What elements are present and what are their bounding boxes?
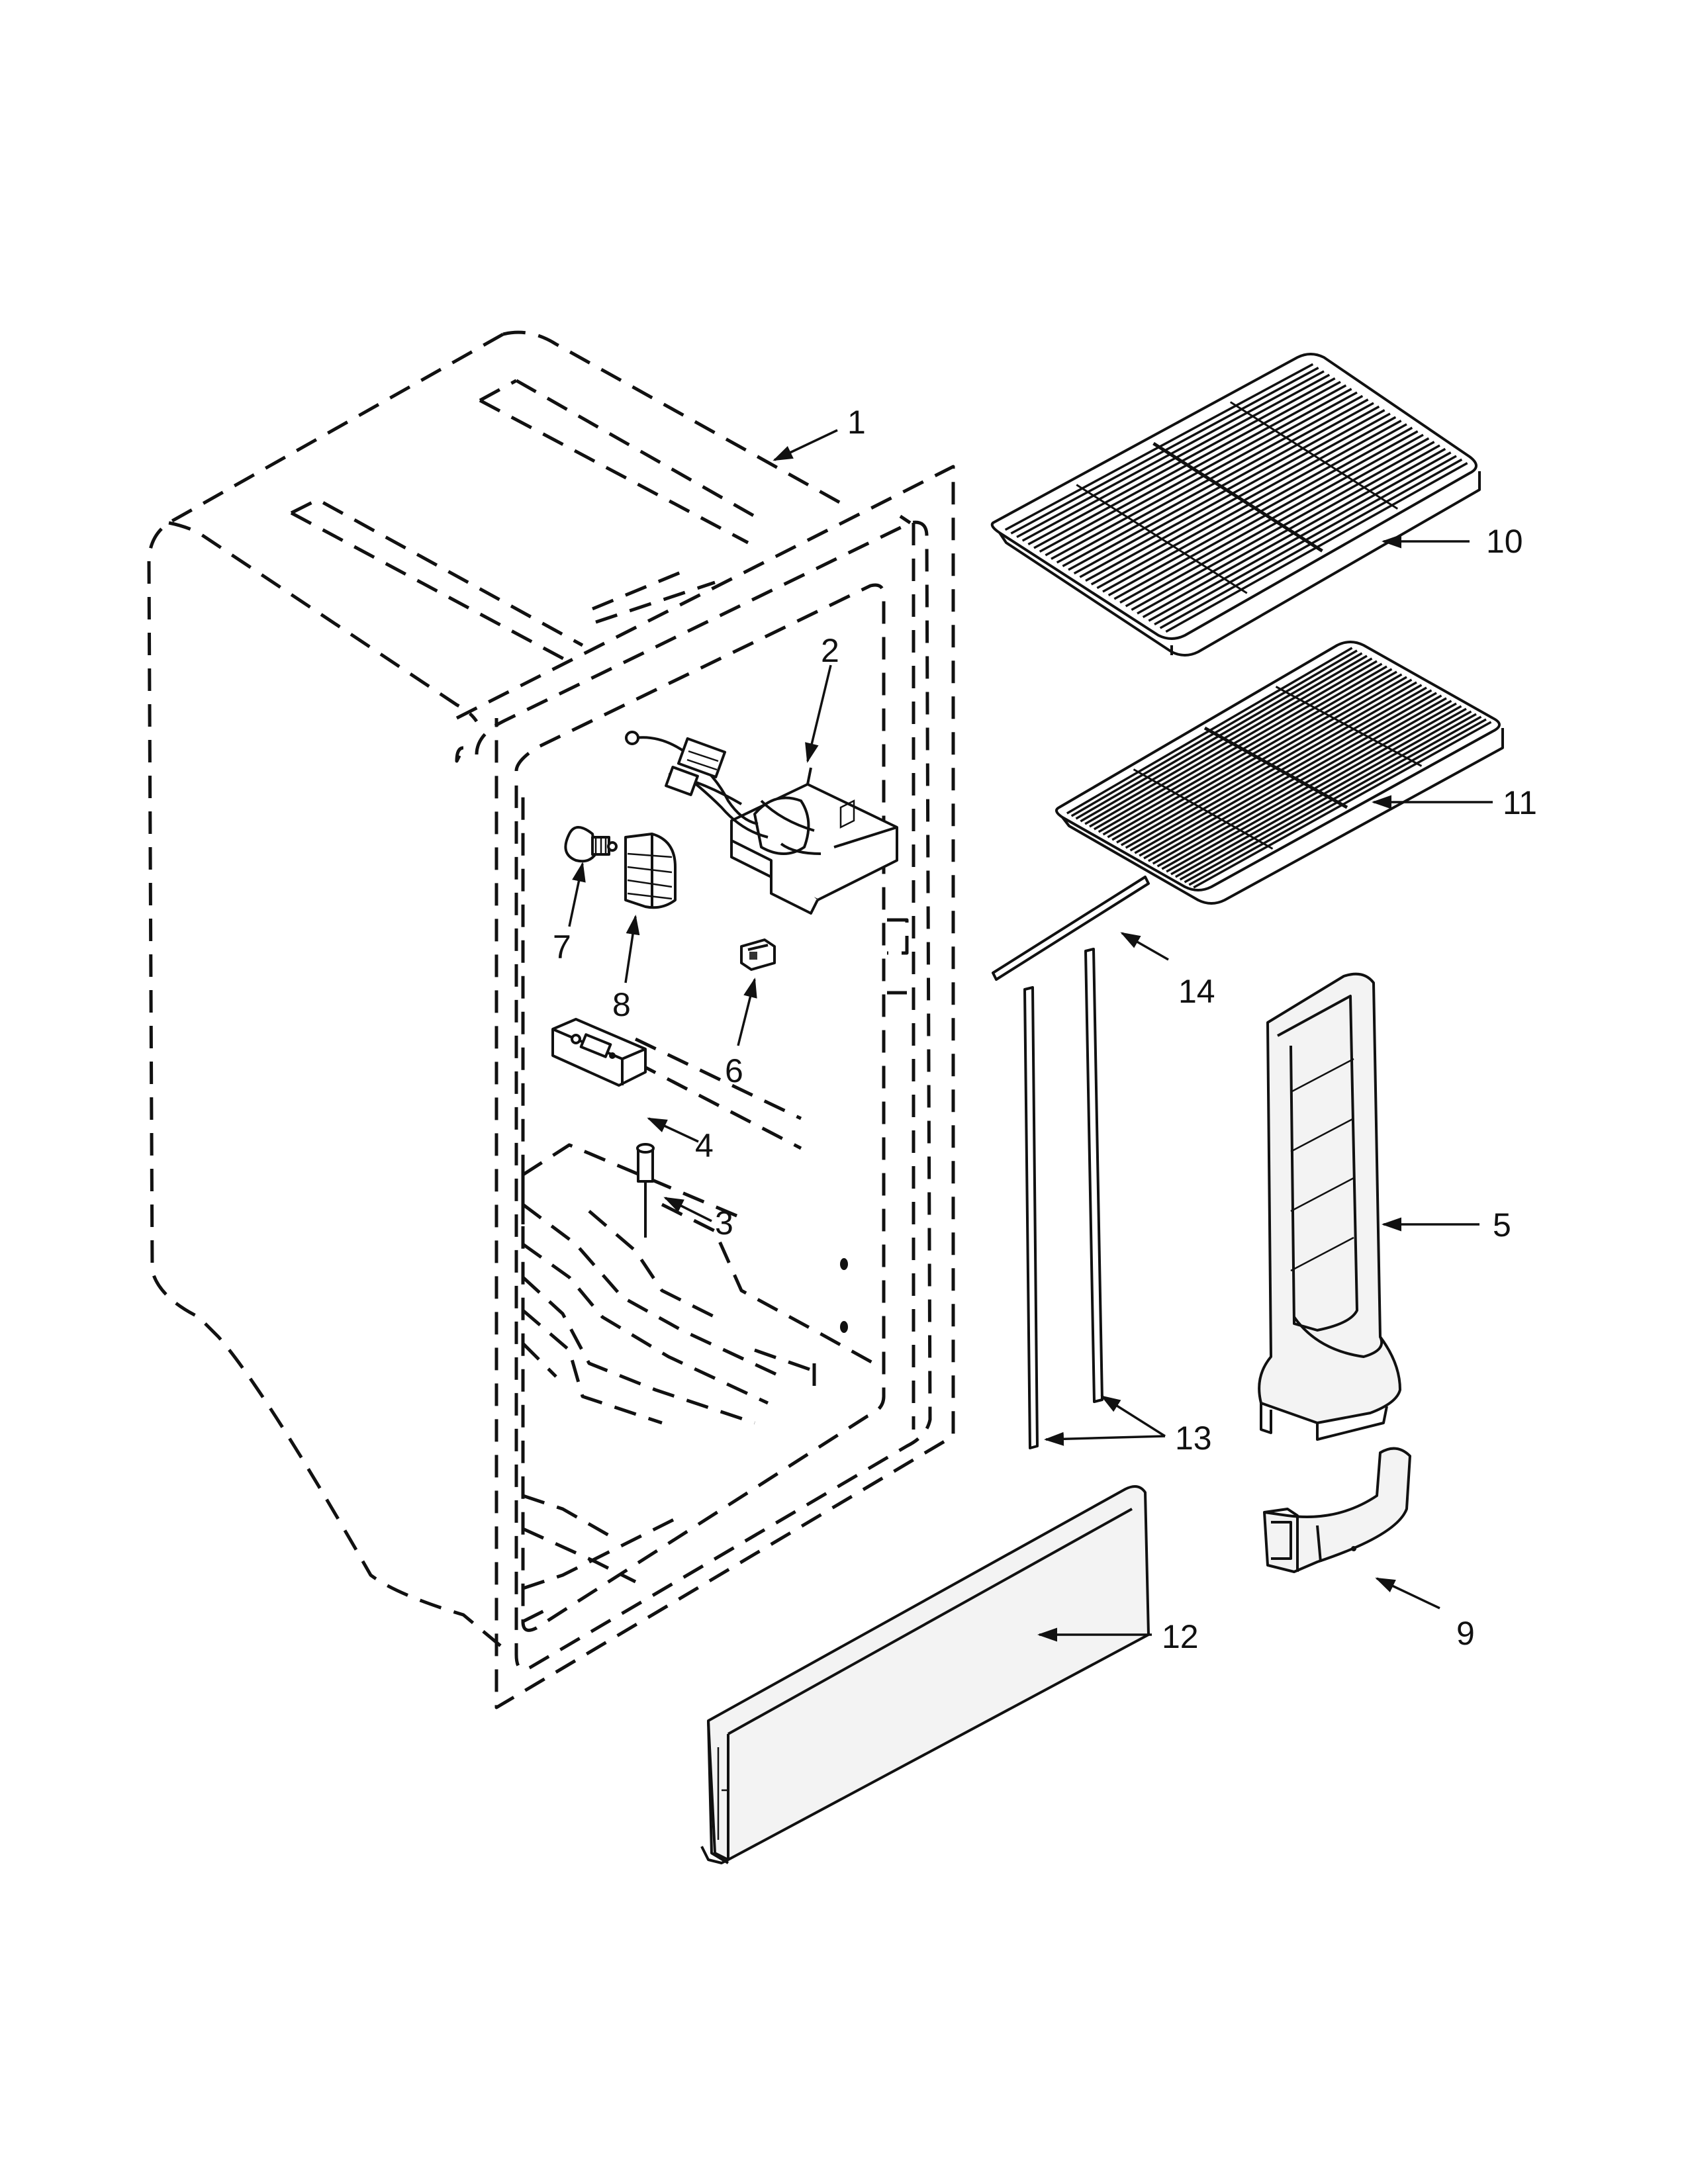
callout-7: 7: [553, 929, 571, 966]
shelf-crossbar: [1076, 484, 1248, 594]
wire-shelf-upper: [990, 353, 1481, 657]
callout-10: 10: [1486, 523, 1523, 560]
leader-8: [624, 915, 640, 983]
leader-4: [647, 1117, 699, 1143]
deflector-bracket: [1263, 1447, 1411, 1573]
callout-5: 5: [1493, 1206, 1511, 1244]
callout-labels: 1 2 3 4 5 6 7 8 9 10 11 12 13 14: [553, 404, 1537, 1655]
leader-7: [568, 862, 586, 927]
callout-14: 14: [1178, 973, 1215, 1010]
wire-shelf-lower: [1055, 641, 1504, 905]
leader-2: [805, 664, 832, 763]
callout-2: 2: [821, 632, 839, 669]
gasket-strips: [992, 876, 1150, 1449]
light-bulb: [564, 826, 618, 863]
thermostat-knob: [636, 1143, 655, 1238]
callout-4: 4: [695, 1127, 714, 1164]
door-switch: [740, 938, 776, 971]
base-grille: [700, 1485, 1150, 1864]
callout-11: 11: [1503, 784, 1537, 821]
shelf-crossbar: [1133, 768, 1274, 850]
callout-1: 1: [847, 404, 866, 441]
control-housing: [551, 1018, 647, 1087]
leader-13b: [1100, 1395, 1166, 1437]
callout-9: 9: [1456, 1615, 1475, 1652]
shelf-crossbar: [1275, 686, 1423, 767]
callout-8: 8: [612, 986, 631, 1023]
callout-13: 13: [1175, 1420, 1212, 1457]
leader-9: [1375, 1577, 1440, 1610]
shelf-crossbar: [1203, 726, 1348, 809]
light-housing-assembly: [625, 731, 898, 915]
leader-14: [1120, 932, 1169, 961]
leader-6: [737, 978, 757, 1046]
shelf-crossbar: [1229, 401, 1399, 510]
cabinet-liner: [147, 330, 955, 1709]
light-shield: [624, 833, 677, 909]
leader-3: [663, 1197, 712, 1222]
callout-3: 3: [715, 1205, 733, 1242]
callout-6: 6: [725, 1052, 743, 1089]
leader-lines: [568, 429, 1493, 1642]
air-duct-cover: [1258, 972, 1401, 1441]
leader-1: [773, 429, 838, 461]
leader-13a: [1044, 1432, 1166, 1446]
callout-12: 12: [1162, 1618, 1199, 1655]
shelf-crossbar: [1152, 441, 1323, 553]
